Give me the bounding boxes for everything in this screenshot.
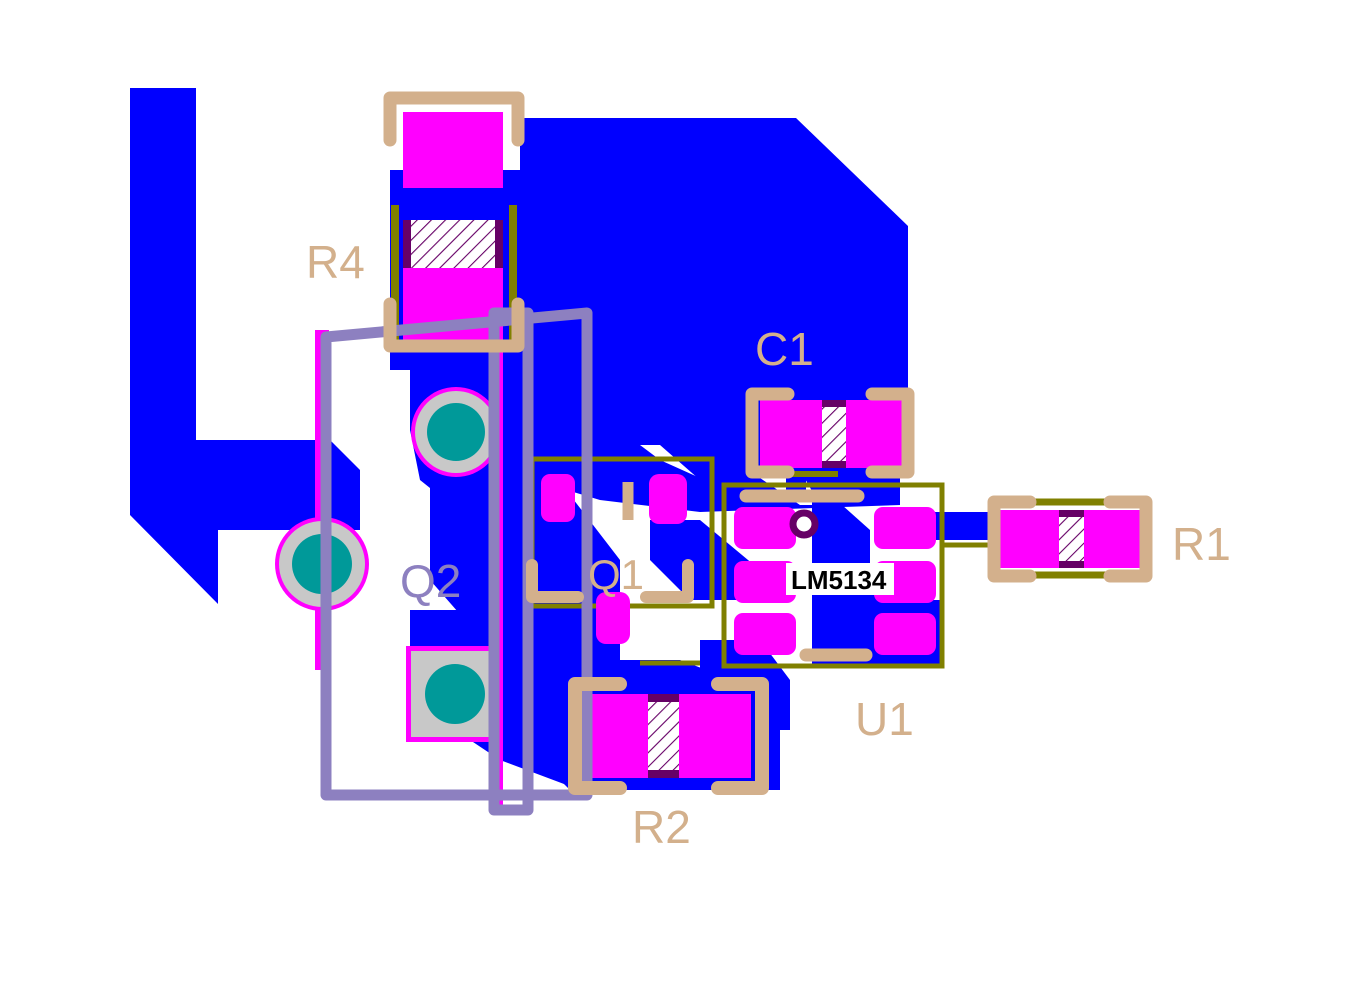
designator-q1: Q1 <box>588 551 644 598</box>
body-r1 <box>1057 510 1085 568</box>
silk-q1-corner-left <box>526 559 584 603</box>
silk-r1-outline <box>987 495 1153 583</box>
body-r2-top-cap <box>646 694 681 702</box>
designator-c1: C1 <box>755 323 814 375</box>
copper-trace-left <box>130 88 268 604</box>
u1-partnumber-backplate <box>786 563 894 595</box>
q2-pad-3-drill <box>425 664 485 724</box>
pad-u1-1[interactable] <box>734 507 796 549</box>
pad-u1-3[interactable] <box>734 613 796 655</box>
pad-q1-2[interactable] <box>649 474 687 524</box>
pad-c1-1[interactable] <box>760 400 822 468</box>
pad-q1-3[interactable] <box>596 592 630 644</box>
body-c1 <box>820 400 846 468</box>
designator-q2: Q2 <box>400 555 461 607</box>
pad-u1-4[interactable] <box>874 507 936 549</box>
pad-r2-2[interactable] <box>679 694 751 778</box>
pad-c1-2[interactable] <box>846 400 904 468</box>
body-c1-top-cap <box>820 400 846 407</box>
body-r4-right-cap <box>495 220 503 270</box>
pad-r1-2[interactable] <box>1084 510 1142 568</box>
body-r2-bottom-cap <box>646 770 681 778</box>
pad-r2-1[interactable] <box>584 694 648 778</box>
body-r1-top-cap <box>1057 510 1085 517</box>
silk-q1-corner-right <box>640 559 694 603</box>
body-r2 <box>646 694 681 778</box>
pad-u1-6[interactable] <box>874 613 936 655</box>
body-r4-left-cap <box>403 220 411 270</box>
silk-c1-outline <box>745 387 915 479</box>
q2-pad-1-drill <box>427 403 485 461</box>
body-r1-bottom-cap <box>1057 561 1085 568</box>
pad-r4-1[interactable] <box>403 112 503 188</box>
body-c1-bottom-cap <box>820 461 846 468</box>
silk-r2-outline <box>568 677 769 795</box>
assembly-u1-box <box>721 482 945 669</box>
copper-q1-to-u1 <box>650 520 760 600</box>
silk-r4-outline <box>383 91 525 353</box>
designator-r2: R2 <box>632 801 691 853</box>
pad-u1-2[interactable] <box>734 561 796 603</box>
pin1-marker-icon <box>789 509 819 539</box>
copper-r1-trace <box>934 515 1004 537</box>
designator-r1: R1 <box>1172 518 1231 570</box>
pad-r1-1[interactable] <box>1000 510 1059 568</box>
designator-u1: U1 <box>855 693 914 745</box>
pad-q1-1[interactable] <box>541 474 575 522</box>
designator-r4: R4 <box>306 236 365 288</box>
body-r4 <box>403 220 503 270</box>
u1-part-number: LM5134 <box>791 565 887 595</box>
